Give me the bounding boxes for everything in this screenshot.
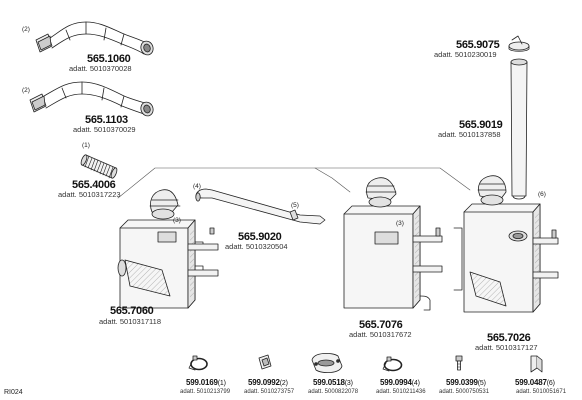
bottom-part-0399-code[interactable]: 599.0399(5) (446, 378, 486, 388)
clamp-599-0994-drawing[interactable] (382, 356, 403, 372)
assembly-leader-lines (117, 167, 471, 199)
diagram-reference: RI024 (4, 389, 23, 396)
clamp-599-0169-drawing[interactable] (188, 355, 208, 371)
part-7026-code[interactable]: 565.7026 (487, 332, 531, 344)
support-strap-599-0518-drawing[interactable] (311, 352, 343, 374)
part-1103-adatt: adatt. 5010370029 (73, 125, 136, 134)
bottom-part-0487-adatt: adatt. 5010051671 (516, 389, 567, 395)
gasket-599-0992-drawing[interactable] (258, 354, 272, 370)
bottom-part-0518-code[interactable]: 599.0518(3) (313, 378, 353, 388)
silencer-565-7076-drawing[interactable] (343, 177, 443, 311)
part-7060-adatt: adatt. 5010317118 (99, 317, 162, 326)
part-1060-code[interactable]: 565.1060 (87, 53, 131, 65)
part-1103-qty: (2) (22, 87, 30, 94)
bracket-599-0487-drawing[interactable] (530, 355, 543, 373)
bent-pipe-565-1103-drawing[interactable] (29, 81, 155, 118)
bottom-part-0994-adatt: adatt. 5010211436 (376, 389, 426, 395)
part-9020-adatt: adatt. 5010320504 (225, 242, 288, 251)
bottom-part-0992-adatt: adatt. 5010273757 (244, 389, 295, 395)
bolt-599-0399-drawing[interactable] (455, 355, 463, 371)
callout-5: (5) (291, 202, 299, 209)
flex-hose-565-4006-drawing[interactable] (80, 154, 118, 179)
part-1060-qty: (2) (22, 26, 30, 33)
long-pipe-565-9020-drawing[interactable] (195, 188, 326, 225)
part-4006-qty: (1) (82, 142, 90, 149)
bottom-part-0994-code[interactable]: 599.0994(4) (380, 378, 420, 388)
part-1060-adatt: adatt. 5010370028 (69, 64, 132, 73)
bottom-part-0169-adatt: adatt. 5010213799 (180, 389, 231, 395)
part-7076-code[interactable]: 565.7076 (359, 319, 403, 331)
silencer-565-7060-drawing[interactable] (117, 189, 219, 309)
part-4006-adatt: adatt. 5010317223 (58, 190, 121, 199)
part-1103-code[interactable]: 565.1103 (85, 114, 128, 126)
bottom-part-0992-code[interactable]: 599.0992(2) (248, 378, 288, 388)
silencer-565-7026-drawing[interactable] (453, 175, 559, 313)
rain-cap-565-9075-drawing[interactable] (508, 35, 530, 52)
part-9019-code[interactable]: 565.9019 (459, 119, 503, 131)
callout-3-left: (3) (173, 217, 181, 224)
bottom-part-0518-adatt: adatt. 5000822078 (308, 389, 359, 395)
tailpipe-565-9019-drawing[interactable] (510, 58, 528, 200)
callout-3-middle: (3) (396, 220, 404, 227)
part-9020-code[interactable]: 565.9020 (238, 231, 282, 243)
bottom-part-0399-adatt: adatt. 5000750531 (439, 389, 490, 395)
part-7076-adatt: adatt. 5010317672 (349, 330, 412, 339)
bottom-part-0169-code[interactable]: 599.0169(1) (186, 378, 226, 388)
bent-pipe-565-1060-drawing[interactable] (35, 21, 155, 57)
part-7060-code[interactable]: 565.7060 (110, 305, 154, 317)
callout-4: (4) (193, 183, 201, 190)
part-9075-adatt: adatt. 5010230019 (434, 50, 497, 59)
part-9075-code[interactable]: 565.9075 (456, 39, 500, 51)
part-7026-adatt: adatt. 5010317127 (475, 343, 538, 352)
bottom-part-0487-code[interactable]: 599.0487(6) (515, 378, 555, 388)
part-4006-code[interactable]: 565.4006 (72, 179, 116, 191)
callout-6: (6) (538, 191, 546, 198)
part-9019-adatt: adatt. 5010137858 (438, 130, 501, 139)
